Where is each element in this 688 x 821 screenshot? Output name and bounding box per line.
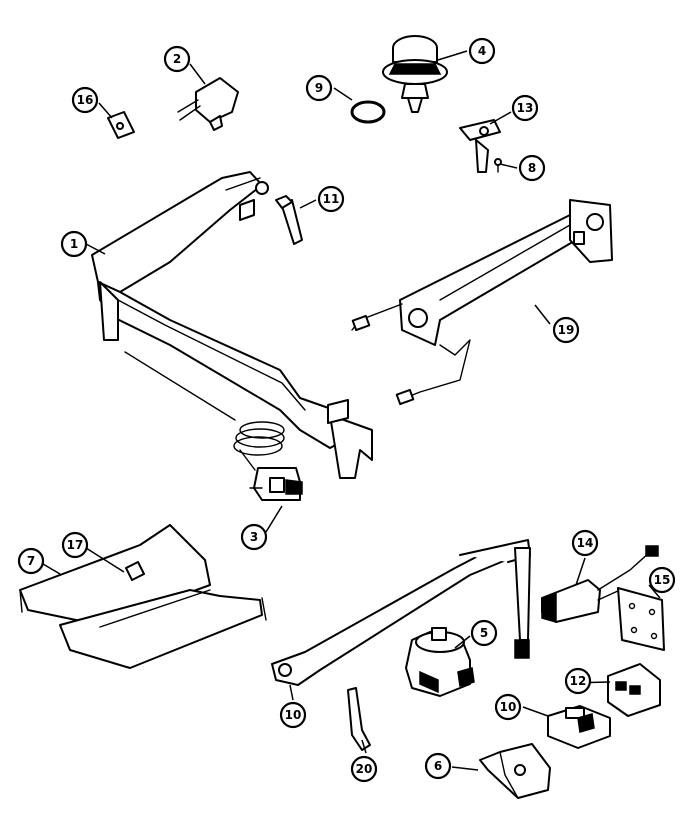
callout-12: 12	[564, 667, 592, 695]
callout-label: 20	[356, 762, 373, 776]
part-thermostat-valve	[124, 351, 303, 501]
part-spark-module	[541, 545, 659, 623]
callout-label: 6	[434, 759, 442, 773]
callout-label: 17	[67, 538, 84, 552]
callout-10: 10	[279, 701, 307, 729]
part-screw	[494, 158, 502, 173]
leader-lines	[42, 50, 661, 771]
callout-3: 3	[240, 523, 268, 551]
callout-1: 1	[60, 230, 88, 258]
callout-16: 16	[71, 86, 99, 114]
callout-11: 11	[317, 185, 345, 213]
callout-14: 14	[571, 529, 599, 557]
callout-9: 9	[305, 74, 333, 102]
callout-17: 17	[61, 531, 89, 559]
callout-label: 4	[478, 44, 486, 58]
part-mounting-bracket	[459, 119, 501, 173]
part-clip	[107, 111, 135, 139]
part-relay	[547, 705, 611, 749]
part-control-box	[607, 663, 661, 717]
callout-label: 19	[558, 323, 575, 337]
callout-label: 3	[250, 530, 258, 544]
callout-label: 2	[173, 52, 181, 66]
callout-5: 5	[470, 619, 498, 647]
callout-20: 20	[350, 755, 378, 783]
callout-19: 19	[552, 316, 580, 344]
callout-label: 1	[70, 237, 78, 251]
part-burner-head	[382, 35, 448, 113]
callout-label: 9	[315, 81, 323, 95]
part-tube-11	[275, 195, 303, 245]
callout-label: 13	[517, 101, 534, 115]
callout-label: 16	[77, 93, 94, 107]
part-mounting-plate	[617, 587, 665, 651]
part-regulator	[405, 627, 475, 697]
part-burner-bracket	[91, 171, 373, 479]
callout-label: 15	[654, 573, 671, 587]
callout-2: 2	[163, 45, 191, 73]
callout-8: 8	[518, 154, 546, 182]
callout-label: 14	[577, 536, 594, 550]
callout-label: 7	[27, 554, 35, 568]
part-bracket-6	[479, 743, 551, 799]
callout-label: 11	[323, 192, 340, 206]
part-heat-shield	[19, 524, 267, 669]
callout-label: 5	[480, 626, 488, 640]
callout-13: 13	[511, 94, 539, 122]
part-manifold	[351, 199, 613, 406]
part-spreader-bar	[271, 539, 531, 686]
callout-10: 10	[494, 693, 522, 721]
callout-4: 4	[468, 37, 496, 65]
callout-label: 10	[500, 700, 517, 714]
part-igniter	[177, 77, 239, 131]
callout-6: 6	[424, 752, 452, 780]
callout-label: 12	[570, 674, 587, 688]
callout-15: 15	[648, 566, 676, 594]
callout-label: 10	[285, 708, 302, 722]
callout-label: 8	[528, 161, 536, 175]
part-o-ring	[350, 100, 386, 124]
callout-7: 7	[17, 547, 45, 575]
part-tube-20	[347, 687, 371, 751]
